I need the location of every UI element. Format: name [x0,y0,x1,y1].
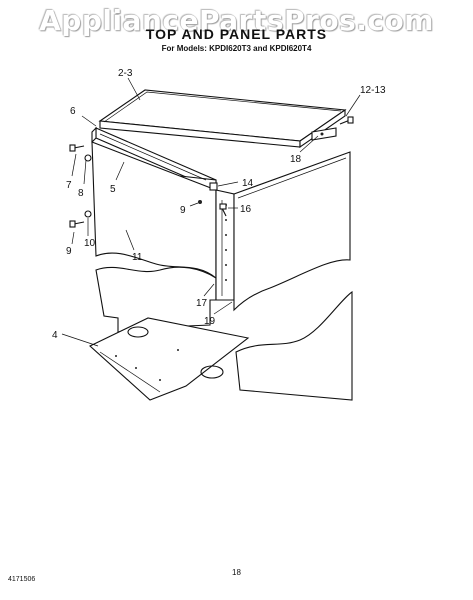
callout-11: 11 [132,252,143,263]
leader-lines [61,77,361,347]
screws [69,116,354,228]
callout-16: 16 [240,204,252,215]
callout-labels: 2-3 12-13 6 7 8 5 14 18 9 16 9 10 11 17 … [52,68,386,341]
callout-7: 7 [66,180,72,191]
callout-9-lower: 9 [66,246,72,257]
callout-6: 6 [70,106,76,117]
right-lower-panel [235,290,353,401]
callout-4: 4 [52,330,58,341]
callout-14: 14 [242,178,254,189]
page-number: 18 [232,568,241,577]
document-number: 4171506 [8,576,36,583]
center-frame [215,189,235,301]
diagram-subtitle: For Models: KPDI620T3 and KPDI620T4 [161,44,312,53]
callout-9-upper: 9 [180,205,186,216]
left-side-panel [91,141,217,333]
callout-8: 8 [78,188,84,199]
watermark: AppliancePartsPros.com [39,4,434,37]
callout-5: 5 [110,184,116,195]
callout-12-13: 12-13 [360,85,386,96]
base-panel [89,317,250,401]
rear-bracket [311,127,337,141]
diagram-title: TOP AND PANEL PARTS [145,26,328,42]
right-side-panel [233,151,351,312]
callout-19: 19 [204,316,216,327]
callout-17: 17 [196,298,208,309]
top-panel [98,89,347,149]
callout-18: 18 [290,154,302,165]
callout-2-3: 2-3 [118,68,133,79]
callout-10: 10 [84,238,96,249]
